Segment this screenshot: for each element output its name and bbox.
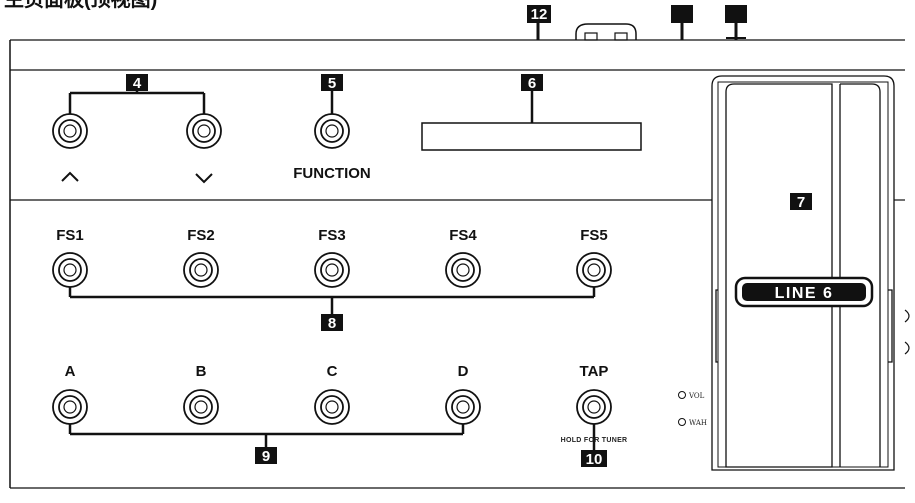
svg-text:LINE 6: LINE 6 xyxy=(775,285,834,302)
fs2-label: FS2 xyxy=(187,227,215,244)
switch-d-label: D xyxy=(458,363,469,380)
function-switch[interactable] xyxy=(314,113,350,149)
device-body xyxy=(9,39,905,489)
line6-logo: LINE 6 xyxy=(734,276,874,308)
svg-text:7: 7 xyxy=(797,194,805,211)
svg-text:12: 12 xyxy=(531,6,548,23)
page-heading: 主页面板(顶视图) xyxy=(4,0,157,11)
rear-connectors: 12 xyxy=(527,5,747,41)
function-label: FUNCTION xyxy=(293,165,371,182)
rear-callout-box xyxy=(671,5,693,23)
vol-led xyxy=(678,391,686,399)
display-group: 6 xyxy=(421,74,642,151)
switch-a-label: A xyxy=(65,363,76,380)
switch-c-label: C xyxy=(327,363,338,380)
wah-led xyxy=(678,418,686,426)
fs-row-1: FS1 FS2 FS3 FS4 FS5 8 xyxy=(52,227,612,332)
rear-callout-box xyxy=(725,5,747,23)
callout-8: 8 xyxy=(321,314,343,332)
callout-6: 6 xyxy=(521,74,543,92)
switch-b[interactable] xyxy=(183,389,219,425)
expression-pedal[interactable]: 7 LINE 6 xyxy=(711,75,910,471)
rear-usb-port xyxy=(575,23,637,40)
hold-for-tuner-label: HOLD FOR TUNER xyxy=(561,437,628,444)
nav-down-switch[interactable] xyxy=(186,113,222,149)
tap-switch[interactable] xyxy=(576,389,612,425)
callout-4: 4 xyxy=(126,74,148,92)
callout-9: 9 xyxy=(255,447,277,465)
svg-text:10: 10 xyxy=(586,451,603,468)
pedal-mode-leds: VOL WAH xyxy=(678,391,707,427)
fs5-switch[interactable] xyxy=(576,252,612,288)
vol-led-label: VOL xyxy=(688,392,705,400)
switch-a[interactable] xyxy=(52,389,88,425)
function-switch-group: 5 FUNCTION xyxy=(293,74,371,182)
fs1-switch[interactable] xyxy=(52,252,88,288)
switch-b-label: B xyxy=(196,363,207,380)
fs3-switch[interactable] xyxy=(314,252,350,288)
fs5-label: FS5 xyxy=(580,227,608,244)
wah-led-label: WAH xyxy=(689,419,707,427)
nav-switch-group: 4 xyxy=(52,74,222,184)
svg-text:6: 6 xyxy=(528,75,536,92)
svg-text:8: 8 xyxy=(328,315,336,332)
switch-d[interactable] xyxy=(445,389,481,425)
callout-5: 5 xyxy=(321,74,343,92)
svg-text:4: 4 xyxy=(133,75,142,92)
lcd-display xyxy=(421,122,642,151)
fs4-label: FS4 xyxy=(449,227,477,244)
fs4-switch[interactable] xyxy=(445,252,481,288)
fs3-label: FS3 xyxy=(318,227,346,244)
fs-row-2: A B C D TAP 9 HOLD FOR TUNER 10 xyxy=(52,363,628,468)
nav-up-switch[interactable] xyxy=(52,113,88,149)
down-arrow-icon xyxy=(195,173,213,184)
switch-c[interactable] xyxy=(314,389,350,425)
up-arrow-icon xyxy=(61,171,79,182)
svg-text:9: 9 xyxy=(262,448,270,465)
tap-label: TAP xyxy=(580,363,609,380)
callout-7: 7 xyxy=(790,193,812,211)
fs2-switch[interactable] xyxy=(183,252,219,288)
callout-12: 12 xyxy=(527,5,551,23)
svg-text:5: 5 xyxy=(328,75,336,92)
fs1-label: FS1 xyxy=(56,227,84,244)
callout-10: 10 xyxy=(581,450,607,468)
